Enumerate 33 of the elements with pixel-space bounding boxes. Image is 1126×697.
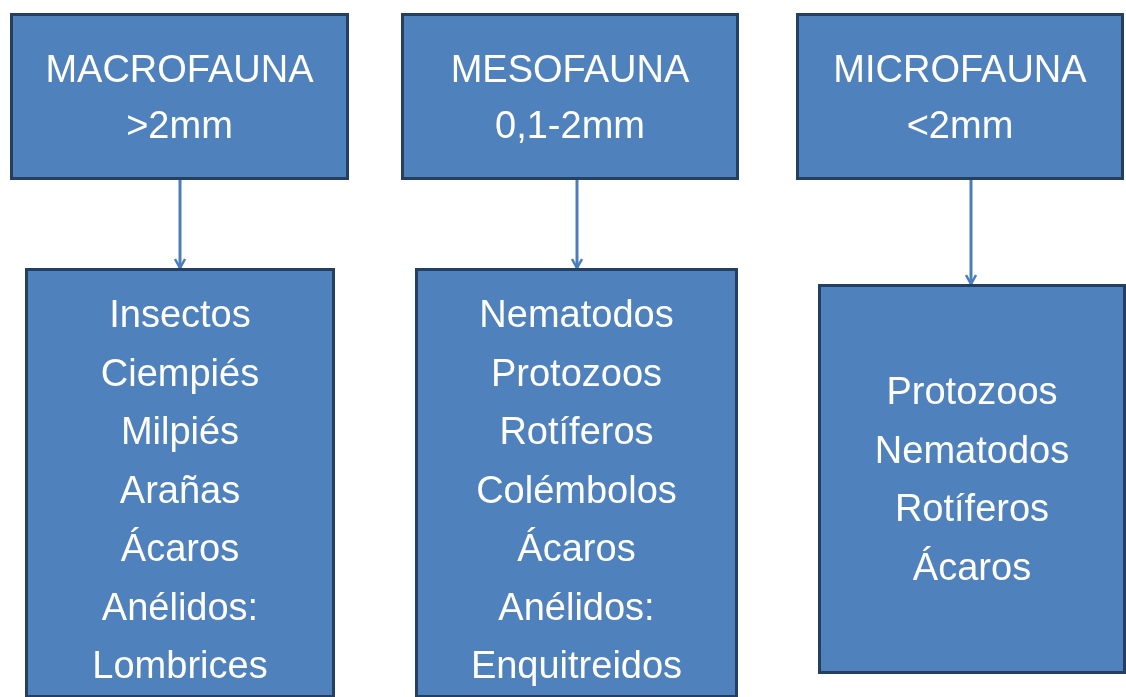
list-item: Nematodos: [479, 292, 674, 337]
box-heading: 0,1-2mm: [495, 102, 645, 148]
list-box: [25, 268, 335, 697]
box-heading: MESOFAUNA: [450, 46, 690, 92]
list-item: Protozoos: [886, 369, 1058, 414]
list-item: Nematodos: [874, 427, 1070, 473]
box-heading: >2mm: [126, 102, 233, 148]
list-item: Ácaros: [912, 544, 1032, 590]
list-item: Colémbolos: [476, 467, 677, 513]
list-item: Protozoos: [490, 350, 663, 396]
category-box: [10, 13, 349, 180]
box-heading: MICROFAUNA: [833, 46, 1087, 92]
list-item: Anélidos:: [101, 584, 259, 630]
box-heading: <2mm: [906, 102, 1014, 148]
box-heading: MACROFAUNA: [45, 46, 314, 92]
list-item: Arañas: [119, 467, 241, 513]
list-item: Rotíferos: [894, 486, 1050, 531]
list-item: Milpiés: [120, 409, 240, 454]
list-item: Enquitreidos: [470, 643, 683, 688]
list-item: Insectos: [109, 292, 251, 337]
category-box: [401, 13, 739, 180]
list-item: Lombrices: [92, 643, 268, 688]
category-box: [796, 13, 1124, 180]
list-box: [818, 284, 1126, 674]
list-box: [415, 268, 738, 697]
arrow: [964, 180, 978, 286]
list-item: Rotíferos: [499, 409, 654, 454]
list-item: Ácaros: [517, 526, 636, 571]
arrow: [173, 180, 187, 270]
list-item: Anélidos:: [498, 584, 655, 630]
list-item: Ciempiés: [100, 350, 260, 396]
arrow: [570, 180, 584, 270]
list-item: Ácaros: [120, 526, 240, 571]
